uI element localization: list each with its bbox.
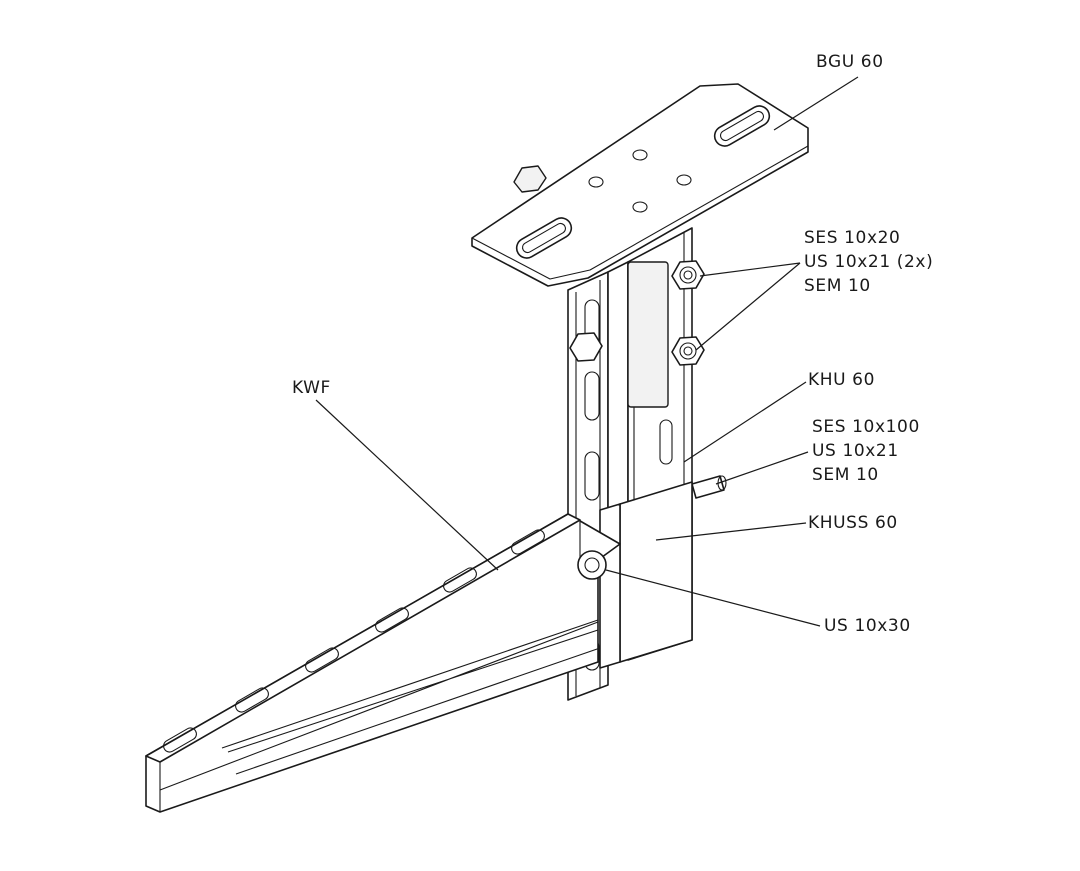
label-kwf: KWF	[292, 378, 331, 398]
label-us-10x30: US 10x30	[824, 616, 911, 636]
bolt-through	[691, 475, 727, 499]
label-bgu-60: BGU 60	[816, 52, 884, 72]
label-sem-10-upper: SEM 10	[804, 276, 871, 296]
label-ses-10x20: SES 10x20	[804, 228, 901, 248]
label-bolt-set-lower: SES 10x100 US 10x21 SEM 10	[812, 415, 920, 487]
label-ses-10x100: SES 10x100	[812, 417, 920, 437]
khuss-block	[599, 481, 693, 669]
bolt-left-head	[569, 332, 603, 362]
label-bolt-set-upper: SES 10x20 US 10x21 (2x) SEM 10	[804, 226, 933, 298]
label-khuss-60: KHUSS 60	[808, 513, 898, 533]
bolt-upper	[671, 260, 705, 290]
label-us-10x21: US 10x21	[812, 441, 899, 461]
kwf-arm	[145, 513, 621, 813]
label-khu-60: KHU 60	[808, 370, 876, 390]
leader-lines	[315, 76, 859, 627]
label-sem-10-lower: SEM 10	[812, 465, 879, 485]
bgu-plate	[471, 83, 809, 287]
bolt-middle	[671, 336, 705, 366]
label-us-10x21-2x: US 10x21 (2x)	[804, 252, 934, 272]
